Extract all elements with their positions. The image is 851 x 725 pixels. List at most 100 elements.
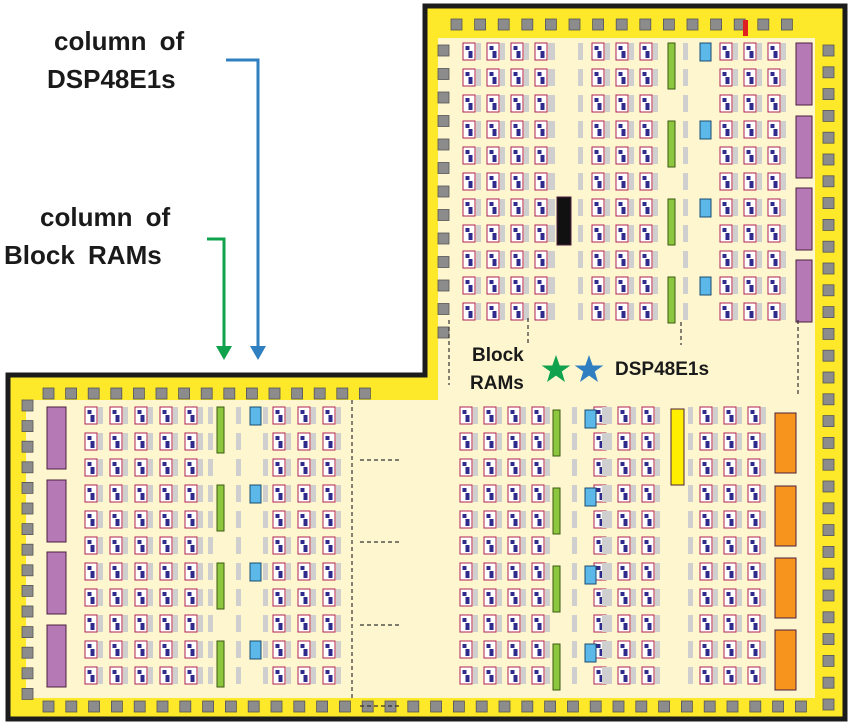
- io-pad: [87, 387, 100, 400]
- logic-tile: [641, 484, 660, 503]
- io-pad: [822, 327, 835, 340]
- routing-tile: [572, 615, 577, 632]
- logic-tile: [510, 68, 529, 87]
- io-pad: [430, 700, 443, 713]
- io-pad: [268, 387, 281, 400]
- io-pad: [474, 18, 487, 31]
- logic-tile: [322, 536, 341, 555]
- io-pad: [21, 564, 34, 577]
- io-bank: [46, 551, 67, 615]
- dsp-tile: [584, 565, 597, 585]
- logic-tile: [510, 276, 529, 295]
- logic-tile: [641, 432, 660, 451]
- io-pad: [437, 232, 450, 245]
- logic-tile: [486, 250, 505, 269]
- logic-tile: [483, 406, 502, 425]
- routing-tile: [578, 121, 583, 138]
- routing-tile: [688, 459, 693, 476]
- logic-tile: [719, 276, 738, 295]
- routing-tile: [208, 563, 213, 580]
- logic-tile: [272, 536, 291, 555]
- io-pad: [589, 700, 602, 713]
- io-pad: [156, 700, 169, 713]
- logic-tile: [747, 562, 766, 581]
- logic-tile: [747, 614, 766, 633]
- logic-tile: [159, 406, 178, 425]
- transceiver-block: [774, 557, 797, 619]
- block-ram-tile: [667, 42, 676, 90]
- logic-tile: [531, 484, 550, 503]
- logic-tile: [322, 432, 341, 451]
- io-pad: [21, 399, 34, 412]
- logic-tile: [184, 562, 203, 581]
- io-pad: [437, 162, 450, 174]
- routing-tile: [263, 641, 268, 658]
- routing-tile: [602, 537, 607, 554]
- red-marker: [743, 20, 748, 36]
- routing-tile: [578, 147, 583, 164]
- io-pad: [544, 700, 556, 713]
- logic-tile: [507, 458, 526, 477]
- logic-tile: [159, 536, 178, 555]
- logic-tile: [743, 94, 762, 113]
- routing-tile: [683, 173, 688, 190]
- logic-tile: [723, 666, 742, 685]
- io-pad: [437, 256, 450, 268]
- io-pad: [21, 605, 34, 618]
- logic-tile: [134, 458, 153, 477]
- block-ram-tile: [216, 640, 225, 688]
- logic-tile: [486, 224, 505, 243]
- logic-tile: [719, 120, 738, 139]
- logic-tile: [322, 666, 341, 685]
- logic-tile: [639, 198, 658, 217]
- block-ram-tile: [667, 198, 676, 246]
- logic-tile: [767, 172, 786, 191]
- routing-tile: [572, 641, 577, 658]
- routing-tile: [688, 537, 693, 554]
- logic-tile: [322, 562, 341, 581]
- logic-tile: [84, 458, 103, 477]
- routing-tile: [572, 485, 577, 502]
- transceiver-block: [774, 485, 797, 547]
- logic-tile: [159, 432, 178, 451]
- logic-tile: [459, 536, 478, 555]
- io-pad: [437, 138, 450, 151]
- logic-tile: [109, 562, 128, 581]
- logic-tile: [639, 94, 658, 113]
- io-pad: [822, 393, 835, 406]
- routing-tile: [688, 641, 693, 658]
- io-pad: [437, 326, 450, 339]
- io-pad: [21, 420, 34, 433]
- io-pad: [822, 66, 835, 79]
- logic-tile: [531, 614, 550, 633]
- logic-tile: [531, 562, 550, 581]
- routing-tile: [602, 485, 607, 502]
- routing-tile: [550, 69, 555, 86]
- routing-tile: [263, 485, 268, 502]
- logic-tile: [699, 536, 718, 555]
- io-pad: [822, 371, 835, 384]
- logic-tile: [767, 42, 786, 61]
- routing-tile: [263, 511, 268, 528]
- logic-tile: [297, 432, 316, 451]
- logic-tile: [591, 276, 610, 295]
- routing-tile: [208, 589, 213, 606]
- logic-tile: [109, 458, 128, 477]
- logic-tile: [747, 484, 766, 503]
- io-pad: [452, 700, 465, 713]
- logic-tile: [483, 458, 502, 477]
- logic-tile: [184, 510, 203, 529]
- io-pad: [437, 303, 450, 315]
- logic-tile: [615, 120, 634, 139]
- logic-tile: [462, 146, 481, 165]
- io-pad: [437, 91, 450, 104]
- logic-tile: [297, 588, 316, 607]
- io-pad: [437, 44, 450, 57]
- io-pad: [822, 567, 835, 580]
- logic-tile: [462, 172, 481, 191]
- bram-column-arrow-line: [207, 237, 226, 350]
- logic-tile: [743, 302, 762, 321]
- io-pad: [245, 387, 258, 400]
- routing-tile: [550, 95, 555, 112]
- routing-tile: [208, 537, 213, 554]
